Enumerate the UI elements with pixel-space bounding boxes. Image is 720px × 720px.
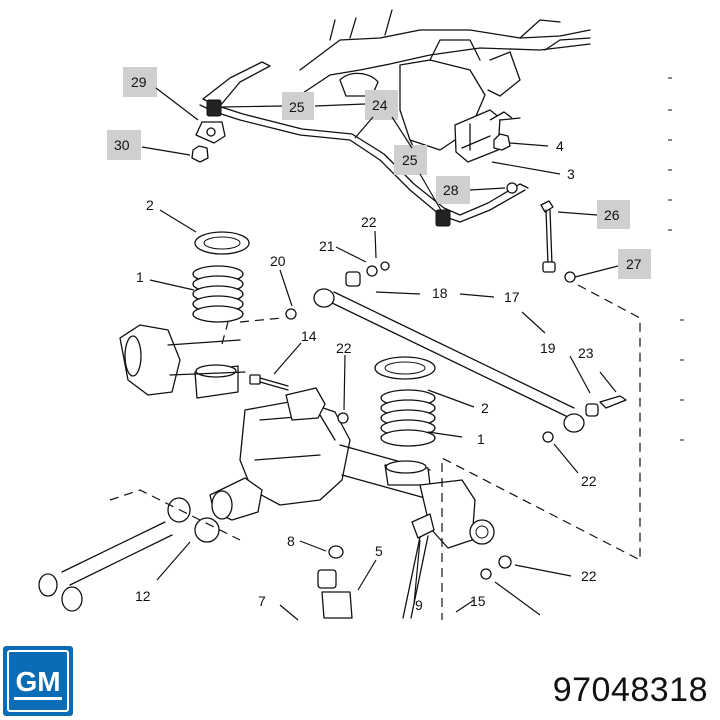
- callout-2-upper: 2: [146, 197, 154, 213]
- callout-7: 7: [258, 593, 266, 609]
- shock-absorber-left: [317, 545, 353, 619]
- link-nut-lower: [564, 271, 576, 283]
- leader-lines: [141, 87, 619, 621]
- stabilizer-bar: [199, 61, 529, 223]
- callout-labels: 29 30 25 24 25 28 4 3 26 27 2 1 20 21 22…: [114, 74, 642, 613]
- callout-22-top: 22: [361, 214, 377, 230]
- spacer-20: [285, 308, 297, 320]
- highlight-box-25-lower: [394, 145, 427, 175]
- callout-25-upper: 25: [289, 99, 305, 115]
- nut-22-bottom: [480, 568, 492, 580]
- track-bar-bushing-upper: [345, 261, 390, 287]
- part-number: 97048318: [552, 671, 708, 709]
- callout-22-bottom: 22: [581, 568, 597, 584]
- gm-logo-text: GM: [15, 666, 60, 697]
- callout-9: 9: [415, 597, 423, 613]
- callout-5: 5: [375, 543, 383, 559]
- callout-26: 26: [604, 207, 620, 223]
- callout-4: 4: [556, 138, 564, 154]
- callout-22-right: 22: [581, 473, 597, 489]
- highlight-box-27: [618, 249, 651, 279]
- callout-20: 20: [270, 253, 286, 269]
- highlight-box-24: [365, 90, 398, 120]
- track-bar: [313, 288, 585, 433]
- callout-15: 15: [470, 593, 486, 609]
- link-nut-upper: [506, 182, 518, 194]
- highlight-box-30: [107, 130, 141, 160]
- clamp-nut: [191, 145, 209, 163]
- stabilizer-bracket: [454, 109, 513, 163]
- nut-22-bottom-right: [498, 555, 512, 569]
- bracket-nut: [493, 133, 511, 151]
- stabilizer-bushing-lower: [435, 209, 451, 227]
- callout-18: 18: [432, 285, 448, 301]
- callout-2-lower: 2: [481, 400, 489, 416]
- callout-28: 28: [443, 182, 459, 198]
- stabilizer-link: [540, 200, 556, 273]
- track-bar-bolt: [249, 374, 289, 391]
- highlight-box-29: [123, 67, 157, 97]
- gm-logo: GM: [3, 646, 73, 716]
- callout-3: 3: [567, 166, 575, 182]
- control-arm-lower: [38, 497, 220, 612]
- callout-25-lower: 25: [402, 152, 418, 168]
- callout-22-mid: 22: [336, 340, 352, 356]
- callout-14: 14: [301, 328, 317, 344]
- stabilizer-bushing-upper: [206, 99, 222, 117]
- callout-12: 12: [135, 588, 151, 604]
- callout-17: 17: [504, 289, 520, 305]
- callout-27: 27: [626, 256, 642, 272]
- reference-lines: [109, 284, 641, 620]
- coil-spring-right: [374, 356, 436, 447]
- coil-spring-left: [192, 231, 250, 323]
- nut-22-center: [337, 412, 349, 424]
- highlight-box-26: [597, 200, 630, 229]
- callout-30: 30: [114, 137, 130, 153]
- bushing-clamp: [195, 121, 226, 144]
- callout-29: 29: [131, 74, 147, 90]
- callout-24: 24: [372, 97, 388, 113]
- callout-23: 23: [578, 345, 594, 361]
- highlight-box-25-upper: [282, 92, 314, 120]
- callout-19: 19: [540, 340, 556, 356]
- shock-absorber-right: [402, 513, 435, 619]
- highlight-box-28: [436, 176, 470, 204]
- callout-8: 8: [287, 533, 295, 549]
- callout-1-lower: 1: [477, 431, 485, 447]
- nut-22-lower-right: [542, 431, 554, 443]
- callout-1-upper: 1: [136, 269, 144, 285]
- callout-21: 21: [319, 238, 335, 254]
- track-bar-bushing-lower: [585, 395, 627, 417]
- axle-housing: [119, 324, 495, 549]
